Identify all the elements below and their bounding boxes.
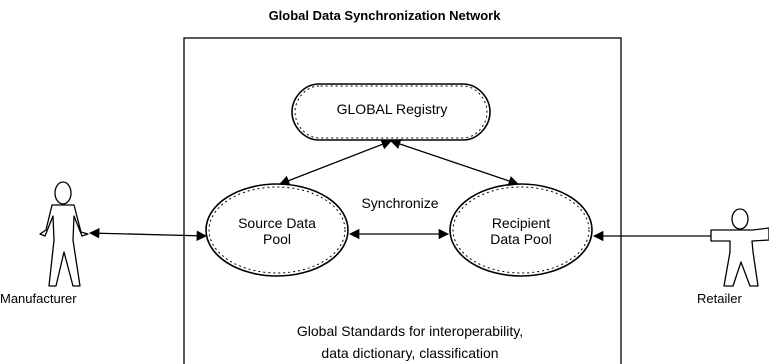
- recipient-data-pool-node: [449, 183, 593, 277]
- registry-source-arrow: [279, 139, 392, 186]
- manufacturer-actor-icon: [39, 181, 89, 287]
- manufacturer-source-arrow: [88, 228, 208, 241]
- recipient-data-pool-label-line: Data Pool: [490, 231, 552, 248]
- global-standards-label: Global Standards for interoperability, d…: [200, 320, 620, 364]
- registry-label: GLOBAL Registry: [336, 101, 448, 117]
- global-standards-line: data dictionary, classification: [321, 345, 499, 361]
- source-data-pool-label-line: Source Data: [238, 215, 316, 231]
- global-standards-line: Global Standards for interoperability,: [296, 323, 524, 339]
- synchronize-label: Synchronize: [361, 195, 439, 211]
- recipient-data-pool-label-line: Recipient: [491, 215, 551, 231]
- source-data-pool-label: Source Data Pool: [202, 215, 352, 247]
- retailer-actor-icon: [710, 208, 769, 287]
- registry-recipient-arrow: [390, 139, 519, 186]
- source-data-pool-label-line: Pool: [262, 231, 292, 248]
- retailer-label: Retailer: [697, 291, 742, 306]
- manufacturer-label: Manufacturer: [0, 291, 77, 306]
- diagram-title: Global Data Synchronization Network: [268, 8, 501, 23]
- recipient-data-pool-label: Recipient Data Pool: [446, 215, 596, 247]
- network-boundary: [183, 37, 622, 364]
